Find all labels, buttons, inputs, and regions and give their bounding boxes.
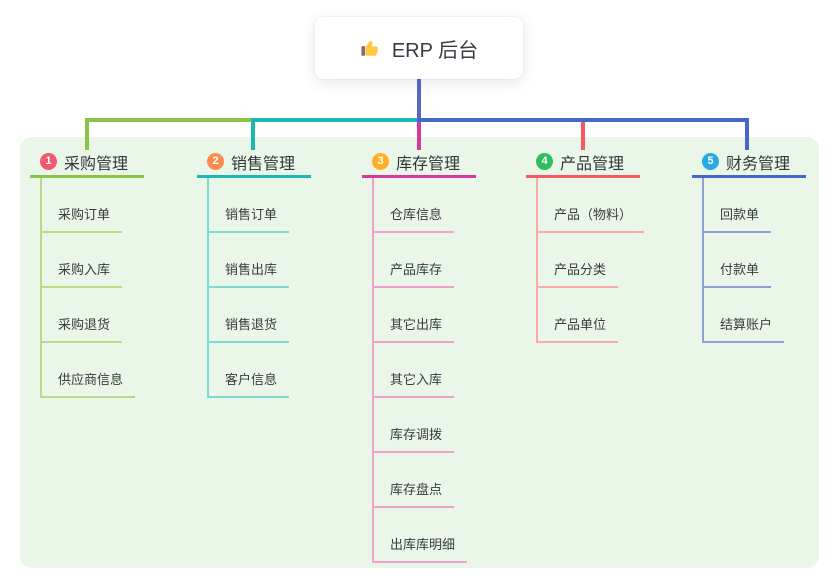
child-node[interactable]: 产品分类 xyxy=(538,259,619,288)
branch-drop-line-2 xyxy=(251,120,255,150)
child-row: 产品分类 xyxy=(538,233,644,288)
child-node[interactable]: 出库库明细 xyxy=(374,534,468,563)
child-node[interactable]: 付款单 xyxy=(704,259,772,288)
branch-title: 产品管理 xyxy=(560,155,625,173)
child-node[interactable]: 销售出库 xyxy=(209,259,290,288)
branch-children: 仓库信息 产品库存 其它出库 其它入库 库存调拨 库存盘点 出库库明细 xyxy=(372,178,476,563)
branch-3: 3 库存管理 仓库信息 产品库存 其它出库 其它入库 库存调拨 库存盘点 出库库… xyxy=(362,148,477,563)
child-row: 采购订单 xyxy=(42,178,144,233)
child-row: 产品单位 xyxy=(538,288,644,343)
branch-drop-line-5 xyxy=(745,120,749,150)
bus-line-right xyxy=(417,118,749,122)
root-title: ERP 后台 xyxy=(391,39,479,62)
branches-panel xyxy=(20,137,819,568)
branch-node-2[interactable]: 2 销售管理 xyxy=(197,148,312,178)
bus-line-left xyxy=(85,118,253,122)
child-node[interactable]: 采购退货 xyxy=(42,314,123,343)
branch-children: 回款单 付款单 结算账户 xyxy=(702,178,806,343)
child-row: 出库库明细 xyxy=(374,508,476,563)
branch-title: 财务管理 xyxy=(726,155,791,173)
branch-children: 采购订单 采购入库 采购退货 供应商信息 xyxy=(40,178,144,398)
branch-2: 2 销售管理 销售订单 销售出库 销售退货 客户信息 xyxy=(197,148,312,398)
child-node[interactable]: 销售退货 xyxy=(209,314,290,343)
child-row: 结算账户 xyxy=(704,288,806,343)
child-node[interactable]: 其它入库 xyxy=(374,369,455,398)
child-node[interactable]: 采购入库 xyxy=(42,259,123,288)
child-row: 产品（物料） xyxy=(538,178,645,233)
child-node[interactable]: 库存盘点 xyxy=(374,479,455,508)
child-row: 其它出库 xyxy=(374,288,476,343)
bus-line-mid xyxy=(251,118,421,122)
branch-node-4[interactable]: 4 产品管理 xyxy=(526,148,641,178)
child-row: 客户信息 xyxy=(209,343,311,398)
branch-drop-line-3 xyxy=(417,122,421,150)
root-node[interactable]: ERP 后台 xyxy=(315,17,523,79)
branch-node-3[interactable]: 3 库存管理 xyxy=(362,148,477,178)
child-node[interactable]: 供应商信息 xyxy=(42,369,136,398)
child-row: 其它入库 xyxy=(374,343,476,398)
branch-title: 销售管理 xyxy=(231,155,296,173)
branch-drop-line-1 xyxy=(85,120,89,150)
child-node[interactable]: 产品库存 xyxy=(374,259,455,288)
child-row: 销售出库 xyxy=(209,233,311,288)
branch-number-badge: 1 xyxy=(40,153,57,170)
branch-4: 4 产品管理 产品（物料） 产品分类 产品单位 xyxy=(526,148,645,343)
thumbs-up-icon xyxy=(360,37,382,59)
child-row: 回款单 xyxy=(704,178,806,233)
branch-children: 产品（物料） 产品分类 产品单位 xyxy=(536,178,645,343)
child-node[interactable]: 结算账户 xyxy=(704,314,785,343)
child-node[interactable]: 产品（物料） xyxy=(538,204,645,233)
child-node[interactable]: 回款单 xyxy=(704,204,772,233)
branch-1: 1 采购管理 采购订单 采购入库 采购退货 供应商信息 xyxy=(30,148,145,398)
child-node[interactable]: 仓库信息 xyxy=(374,204,455,233)
child-node[interactable]: 采购订单 xyxy=(42,204,123,233)
child-row: 销售退货 xyxy=(209,288,311,343)
child-row: 产品库存 xyxy=(374,233,476,288)
branch-node-5[interactable]: 5 财务管理 xyxy=(692,148,807,178)
child-row: 库存调拨 xyxy=(374,398,476,453)
child-node[interactable]: 其它出库 xyxy=(374,314,455,343)
child-row: 仓库信息 xyxy=(374,178,476,233)
branch-children: 销售订单 销售出库 销售退货 客户信息 xyxy=(207,178,311,398)
branch-5: 5 财务管理 回款单 付款单 结算账户 xyxy=(692,148,807,343)
child-node[interactable]: 客户信息 xyxy=(209,369,290,398)
child-row: 库存盘点 xyxy=(374,453,476,508)
child-row: 采购退货 xyxy=(42,288,144,343)
branch-node-1[interactable]: 1 采购管理 xyxy=(30,148,145,178)
branch-number-badge: 4 xyxy=(536,153,553,170)
root-connector-line xyxy=(417,79,421,120)
branch-number-badge: 2 xyxy=(207,153,224,170)
child-node[interactable]: 销售订单 xyxy=(209,204,290,233)
child-row: 销售订单 xyxy=(209,178,311,233)
child-row: 付款单 xyxy=(704,233,806,288)
child-row: 供应商信息 xyxy=(42,343,144,398)
child-node[interactable]: 库存调拨 xyxy=(374,424,455,453)
child-row: 采购入库 xyxy=(42,233,144,288)
branch-number-badge: 5 xyxy=(702,153,719,170)
branch-title: 采购管理 xyxy=(64,155,129,173)
branch-number-badge: 3 xyxy=(372,153,389,170)
branch-title: 库存管理 xyxy=(396,155,461,173)
child-node[interactable]: 产品单位 xyxy=(538,314,619,343)
branch-drop-line-4 xyxy=(581,122,585,150)
